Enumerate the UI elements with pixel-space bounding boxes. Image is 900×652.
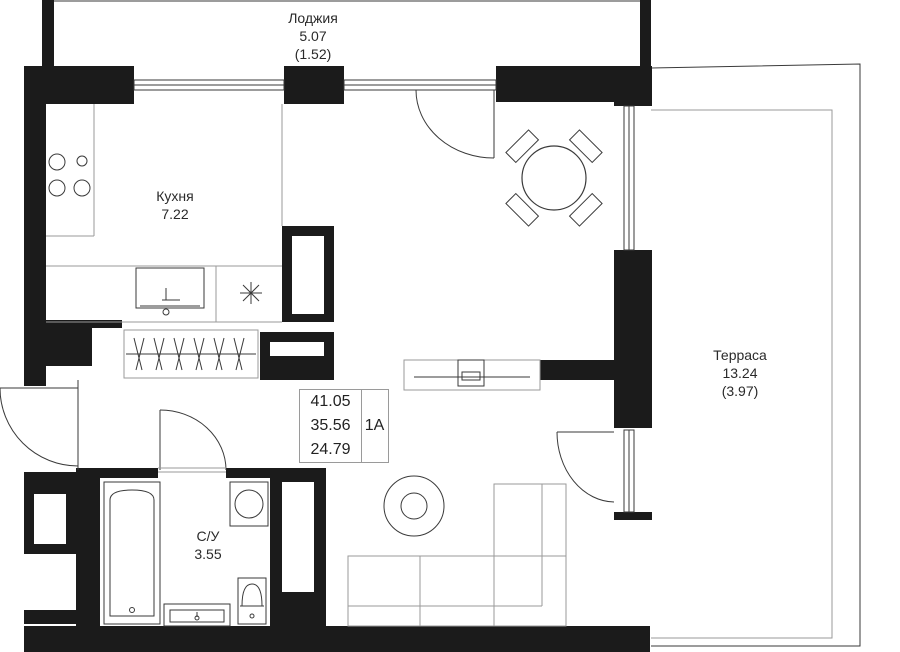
bathroom-area: 3.55 (194, 546, 222, 562)
bathroom-name: С/У (196, 528, 220, 544)
wardrobe-icon (123, 329, 259, 379)
terrace-name: Терраса (713, 347, 767, 363)
stove-hob-icon (48, 153, 91, 197)
bathroom-sink-icon (163, 603, 231, 627)
bathtub-icon (103, 481, 161, 625)
kitchen-label: Кухня 7.22 (130, 187, 220, 223)
kitchen-area: 7.22 (161, 206, 189, 222)
doors (0, 89, 615, 503)
corner-sofa-icon (347, 483, 567, 627)
total-area: 41.05 (310, 393, 351, 410)
dining-table-icon (505, 129, 603, 227)
loggia-area-coef: (1.52) (294, 46, 332, 62)
room-area: 24.79 (310, 441, 351, 458)
kitchen-name: Кухня (156, 188, 194, 204)
round-table-icon (383, 475, 445, 537)
area-summary-box: 41.05 35.56 24.79 1А (299, 389, 389, 463)
kitchen-sink-icon (135, 267, 205, 316)
terrace-area: 13.24 (722, 365, 758, 381)
bathroom-label: С/У 3.55 (168, 527, 248, 563)
loggia-name: Лоджия (288, 10, 338, 26)
loggia-outline (42, 0, 651, 68)
tv-unit-icon (403, 359, 541, 391)
loggia-area: 5.07 (299, 28, 327, 44)
fan-symbol-icon (240, 282, 262, 304)
windows (133, 79, 635, 513)
living-area: 35.56 (310, 417, 351, 434)
toilet-icon (237, 577, 267, 625)
terrace-label: Терраса 13.24 (3.97) (690, 346, 790, 400)
kitchen-units (46, 104, 283, 323)
loggia-label: Лоджия 5.07 (1.52) (258, 9, 368, 63)
area-values: 41.05 35.56 24.79 (300, 390, 362, 462)
terrace-outline (650, 63, 861, 647)
apartment-type: 1А (364, 417, 385, 434)
terrace-area-coef: (3.97) (721, 383, 759, 399)
inner-wall-rebuild (24, 66, 652, 630)
washing-machine-icon (229, 481, 269, 527)
